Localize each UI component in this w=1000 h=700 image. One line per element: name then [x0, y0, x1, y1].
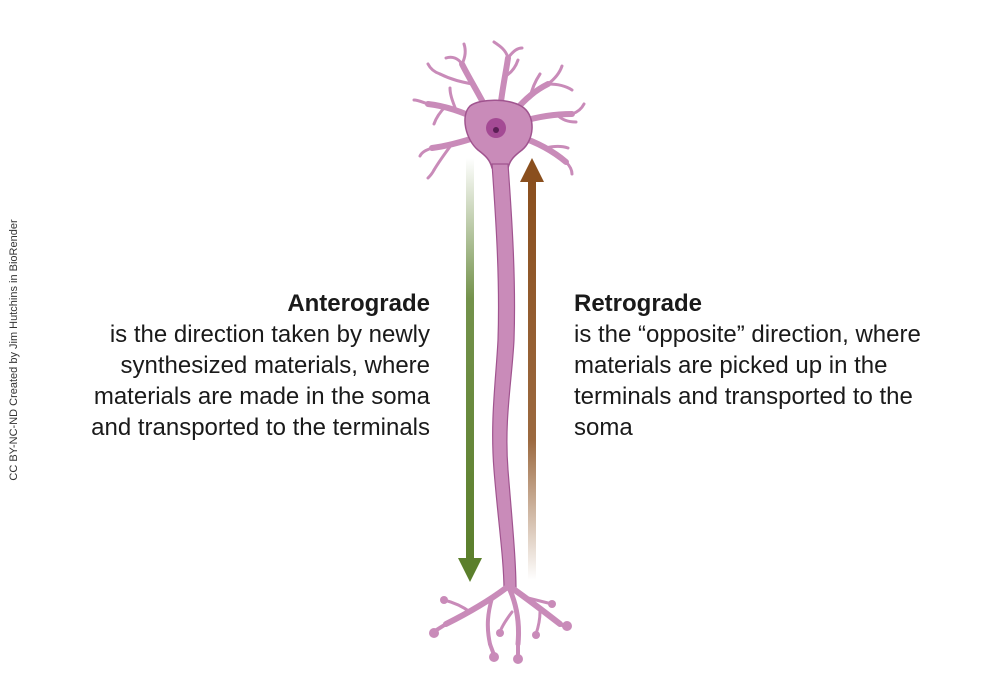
retrograde-body: is the “opposite” direction, where mater…: [574, 321, 921, 441]
retrograde-arrow: [520, 158, 544, 580]
axon-terminals: [432, 585, 568, 660]
axon: [491, 163, 517, 591]
retrograde-description: Retrograde is the “opposite” direction, …: [574, 288, 994, 443]
anterograde-arrow: [458, 158, 482, 582]
anterograde-description: Anterograde is the direction taken by ne…: [10, 288, 430, 443]
anterograde-body: is the direction taken by newly synthesi…: [91, 321, 430, 441]
nucleolus: [493, 127, 499, 133]
retrograde-title: Retrograde: [574, 290, 703, 317]
terminal-boutons: [429, 596, 572, 664]
anterograde-title: Anterograde: [287, 290, 430, 317]
neuron: [412, 40, 586, 664]
